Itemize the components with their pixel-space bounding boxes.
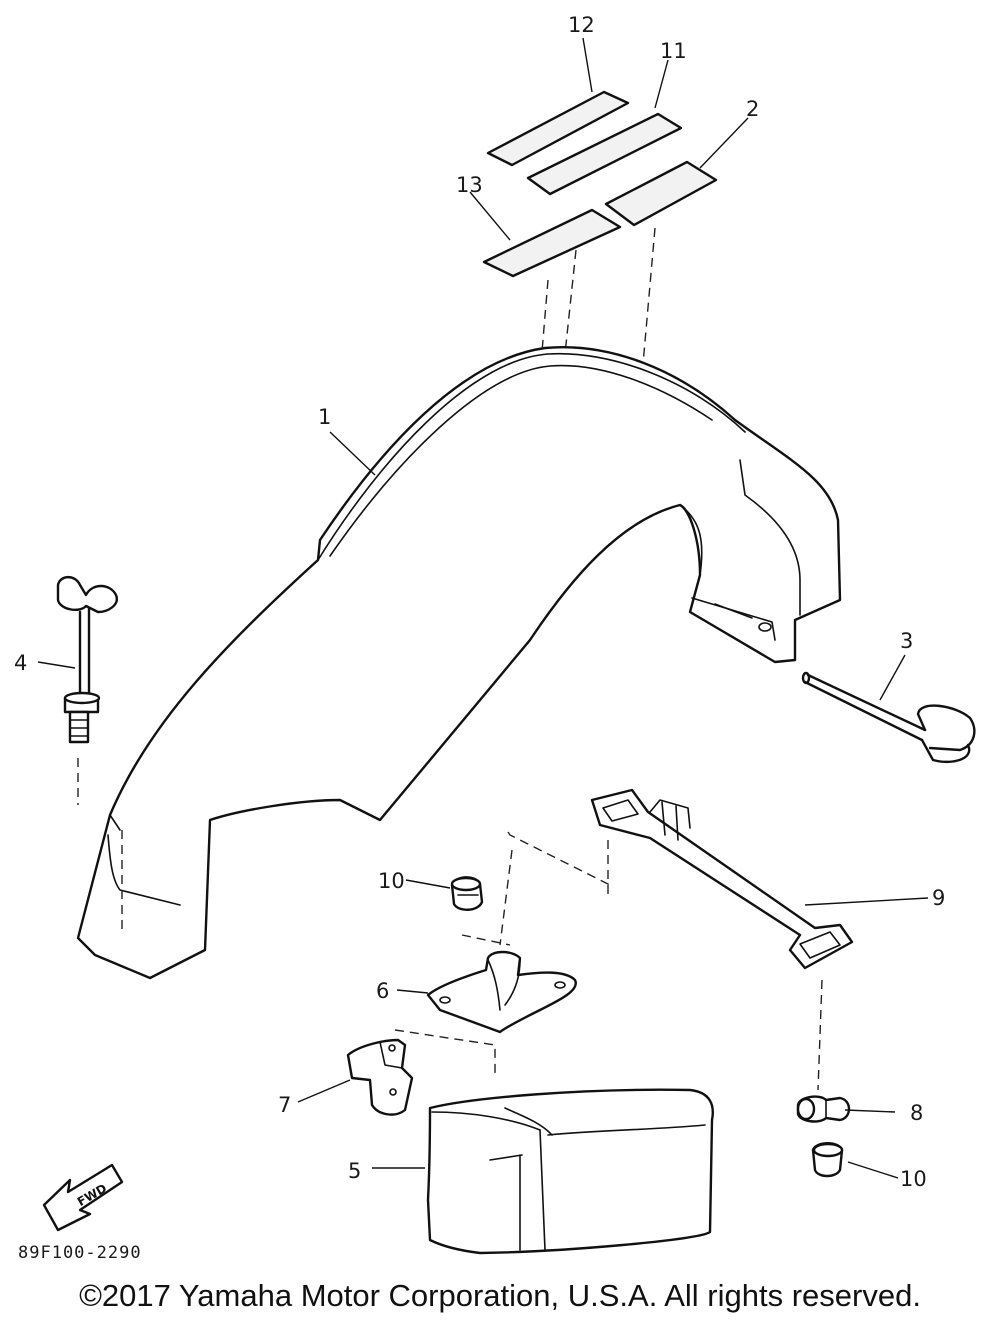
- mounting-bracket[interactable]: [426, 950, 577, 1034]
- nut-upper[interactable]: [450, 876, 484, 911]
- callout-10-upper: 10: [378, 869, 405, 893]
- copyright-notice: ©2017 Yamaha Motor Corporation, U.S.A. A…: [79, 1278, 921, 1313]
- callout-5: 5: [348, 1159, 361, 1183]
- decal-13[interactable]: [482, 208, 622, 278]
- wing-bolt[interactable]: [56, 575, 118, 744]
- callout-2: 2: [746, 97, 759, 121]
- callout-8: 8: [910, 1101, 923, 1125]
- l-rod[interactable]: [801, 671, 976, 764]
- callout-10-lower: 10: [900, 1167, 927, 1191]
- decal-12[interactable]: [486, 90, 630, 167]
- leader-lines: [37, 37, 929, 1179]
- callout-12: 12: [568, 13, 595, 37]
- rubber-strap[interactable]: [590, 788, 854, 970]
- decal-11[interactable]: [526, 112, 683, 196]
- forward-arrow-icon: FWD: [42, 1163, 124, 1232]
- grommet[interactable]: [796, 1095, 851, 1123]
- callout-4: 4: [14, 651, 27, 675]
- clip-bracket[interactable]: [346, 1038, 414, 1116]
- callout-11: 11: [660, 39, 687, 63]
- rear-fender[interactable]: [76, 346, 842, 980]
- decal-2[interactable]: [604, 160, 718, 227]
- callout-6: 6: [376, 979, 389, 1003]
- callout-1: 1: [318, 405, 331, 429]
- callout-3: 3: [900, 629, 913, 653]
- callout-7: 7: [278, 1093, 291, 1117]
- callout-9: 9: [932, 886, 945, 910]
- nut-lower[interactable]: [811, 1142, 844, 1178]
- callouts: 12 11 2 13 1 3 4 10 9 6 7 8 5 10: [14, 13, 945, 1191]
- drawing-code: 89F100-2290: [18, 1243, 142, 1263]
- callout-13: 13: [456, 173, 483, 197]
- seat-pad[interactable]: [426, 1088, 714, 1255]
